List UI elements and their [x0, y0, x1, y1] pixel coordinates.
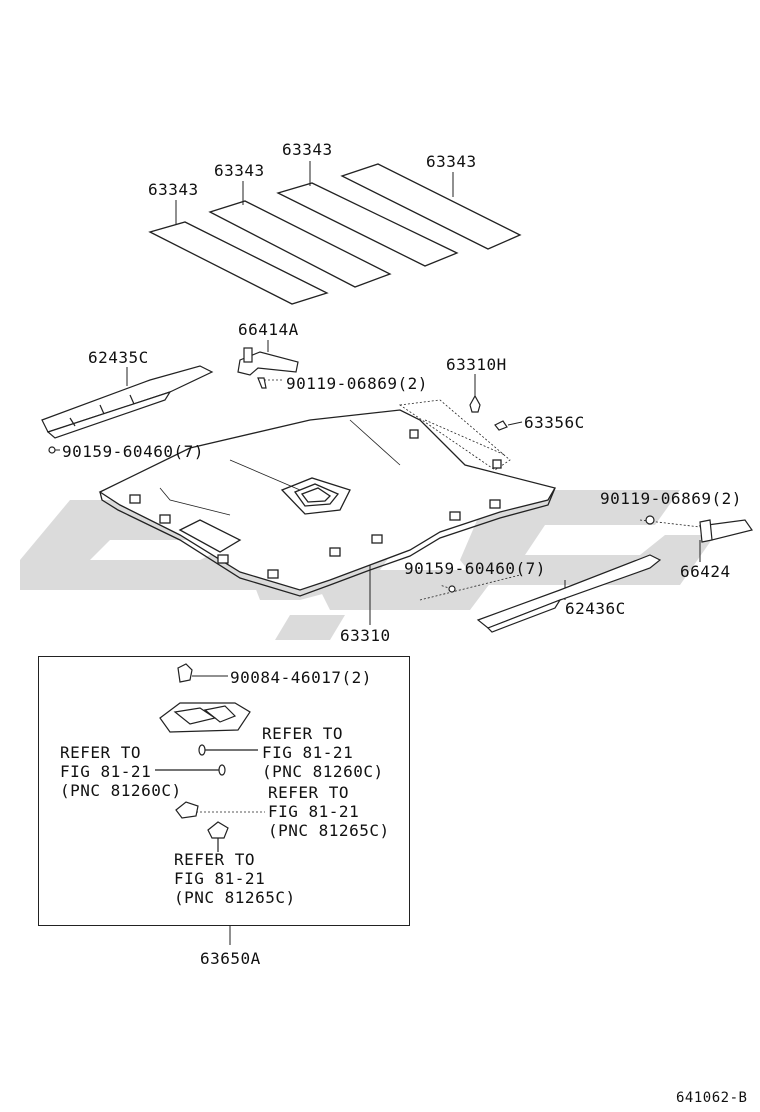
roof-pad-1	[148, 221, 329, 305]
label-lamp-assy: 63650A	[200, 949, 261, 968]
roof-pad-2	[208, 200, 392, 288]
label-pad-c: 63343	[282, 140, 333, 159]
label-pad-b: 63343	[214, 161, 265, 180]
label-pad-d: 63343	[426, 152, 477, 171]
lamp-screw	[177, 663, 193, 683]
lamp-assembly-parts	[155, 663, 258, 852]
label-screw-right: 90119-06869(2)	[600, 489, 742, 508]
lamp-assembly-box	[38, 656, 410, 926]
ref-note-4: REFER TO FIG 81-21 (PNC 81265C)	[174, 850, 296, 907]
label-bracket-right: 66424	[680, 562, 731, 581]
ref-note-2: REFER TO FIG 81-21 (PNC 81260C)	[60, 743, 182, 800]
label-lamp-screw: 90084-46017(2)	[230, 668, 372, 687]
label-bracket-top: 66414A	[238, 320, 299, 339]
label-rail-left: 62435C	[88, 348, 149, 367]
bracket-66414a	[237, 347, 299, 389]
headliner-63310	[98, 409, 556, 597]
lens-1	[175, 801, 199, 819]
ref-note-1: REFER TO FIG 81-21 (PNC 81260C)	[262, 724, 384, 781]
label-rail-right: 62436C	[565, 599, 626, 618]
label-pad-a: 63343	[148, 180, 199, 199]
rail-right-62436c	[448, 554, 662, 633]
label-clip-left: 90159-60460(7)	[62, 442, 204, 461]
dashed-lines	[188, 379, 701, 813]
roof-pad-3	[276, 182, 459, 267]
bracket-66424	[645, 515, 753, 543]
roof-pads	[148, 163, 522, 305]
label-clip-top: 63310H	[446, 355, 507, 374]
roof-pad-4	[340, 163, 522, 250]
rail-left-62435c	[41, 365, 214, 454]
ref-note-3: REFER TO FIG 81-21 (PNC 81265C)	[268, 783, 390, 840]
diagram-code: 641062-B	[676, 1090, 748, 1106]
label-screw-top: 90119-06869(2)	[286, 374, 428, 393]
lens-2	[207, 821, 229, 839]
label-headliner: 63310	[340, 626, 391, 645]
label-clip-right-small: 63356C	[524, 413, 585, 432]
clip-63310h	[469, 394, 508, 431]
label-clip-right: 90159-60460(7)	[404, 559, 546, 578]
